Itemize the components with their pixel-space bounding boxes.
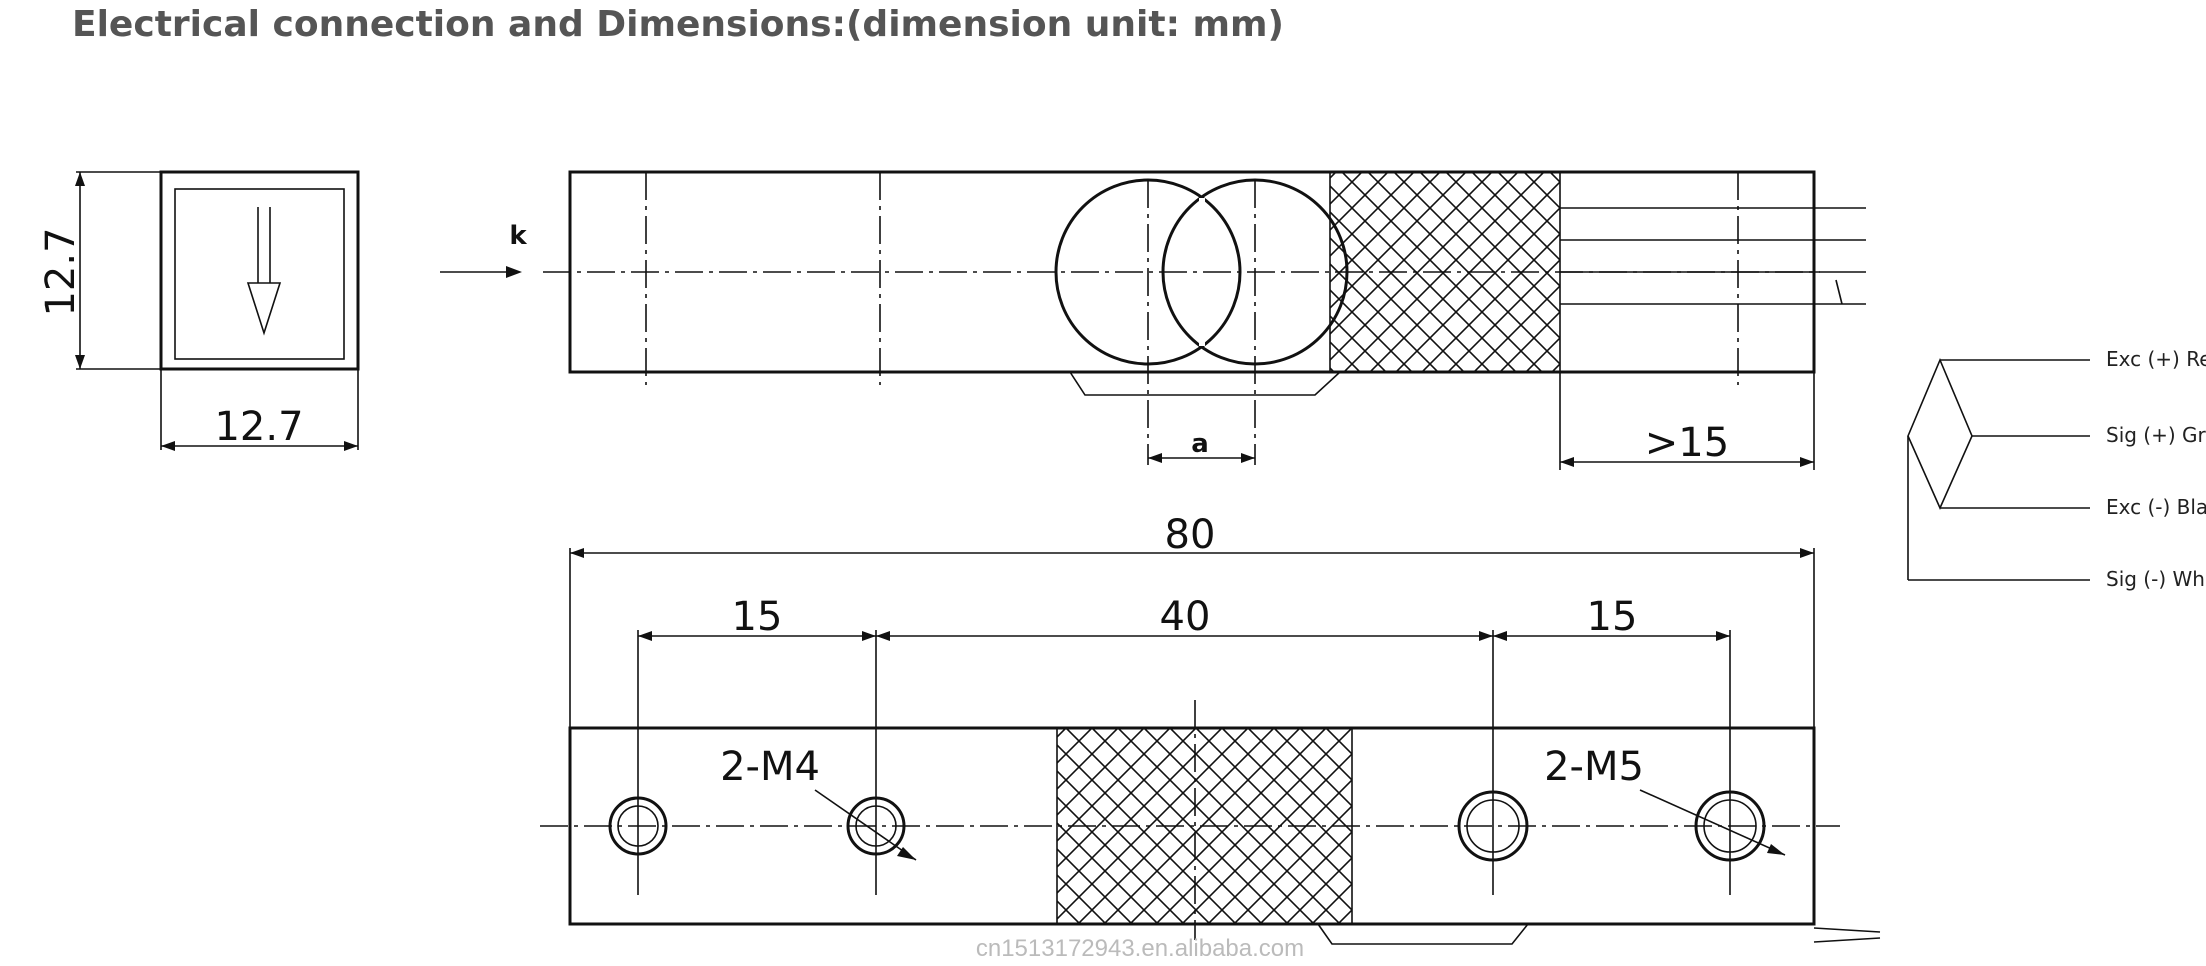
wire-label-sig-minus: Sig (-) White [2106, 567, 2206, 591]
end-view-inner [174, 188, 345, 360]
mounting-hole-m4-right [846, 796, 906, 856]
wire-label-sig-plus: Sig (+) Green [2106, 423, 2206, 447]
watermark: cn1513172943.en.alibaba.com [976, 935, 1304, 962]
mounting-hole-m5-right [1694, 790, 1766, 862]
top-view-body [568, 726, 1816, 926]
force-label: k [509, 221, 527, 251]
end-view-height-label: 12.7 [38, 227, 84, 316]
left-thread-label: 2-M4 [720, 744, 820, 790]
cable-length-label: >15 [1645, 420, 1729, 466]
right-pitch-label: 15 [1587, 594, 1638, 640]
end-view: 12.7 12.7 [38, 170, 360, 451]
mounting-hole-m4-left [608, 796, 668, 856]
mounting-hole-m5-left [1457, 790, 1529, 862]
end-view-outline [159, 170, 360, 371]
top-view: 80 15 40 15 [540, 512, 1881, 945]
gap-label: a [1191, 429, 1209, 459]
side-view: k a >15 [440, 170, 1866, 470]
wire-label-exc-minus: Exc (-) Black [2106, 495, 2206, 519]
left-pitch-label: 15 [732, 594, 783, 640]
right-thread-label: 2-M5 [1544, 744, 1644, 790]
page-title: Electrical connection and Dimensions:(di… [72, 4, 1284, 45]
overall-length-label: 80 [1165, 512, 1216, 558]
center-pitch-label: 40 [1160, 594, 1211, 640]
end-view-width-label: 12.7 [214, 404, 303, 450]
wiring-diagram: Exc (+) Red Sig (+) Green Exc (-) Black … [1907, 347, 2206, 591]
wire-label-exc-plus: Exc (+) Red [2106, 347, 2206, 371]
load-direction-arrow-icon [246, 207, 282, 336]
